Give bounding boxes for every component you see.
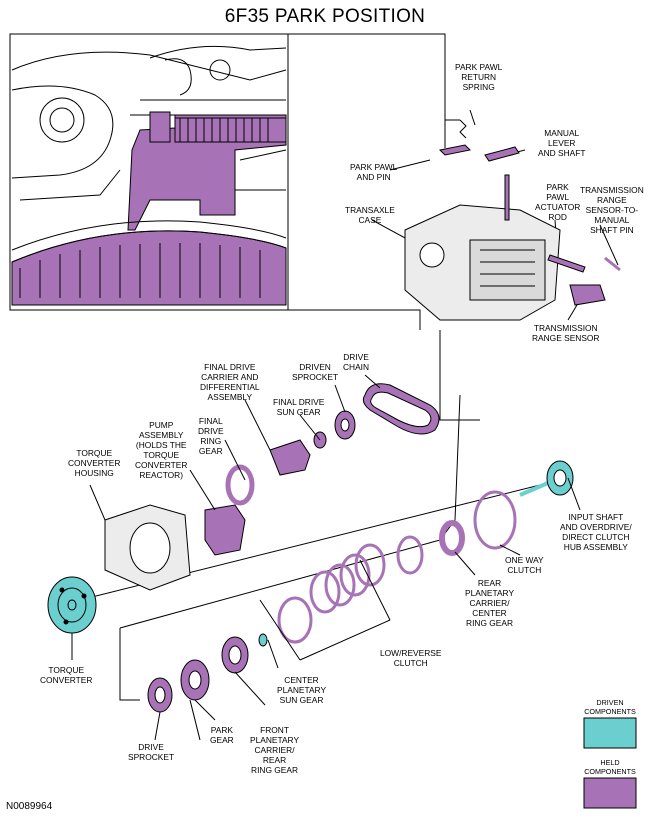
lower-leaders [71, 374, 581, 741]
input-shaft-assembly [519, 460, 574, 497]
planetary-gears [147, 633, 268, 713]
diagram-title: 6F35 PARK POSITION [224, 6, 426, 27]
legend-held-swatch [583, 777, 637, 809]
torque-converter [47, 576, 97, 634]
torque-converter-housing [104, 504, 191, 591]
clutch-packs [277, 490, 517, 644]
park-pawl-inset [9, 33, 289, 311]
drive-chain [362, 383, 440, 435]
final-drive-parts [204, 410, 356, 556]
transaxle-case [404, 119, 621, 321]
legend-driven-swatch [583, 717, 637, 749]
document-id: N0089964 [6, 801, 53, 812]
